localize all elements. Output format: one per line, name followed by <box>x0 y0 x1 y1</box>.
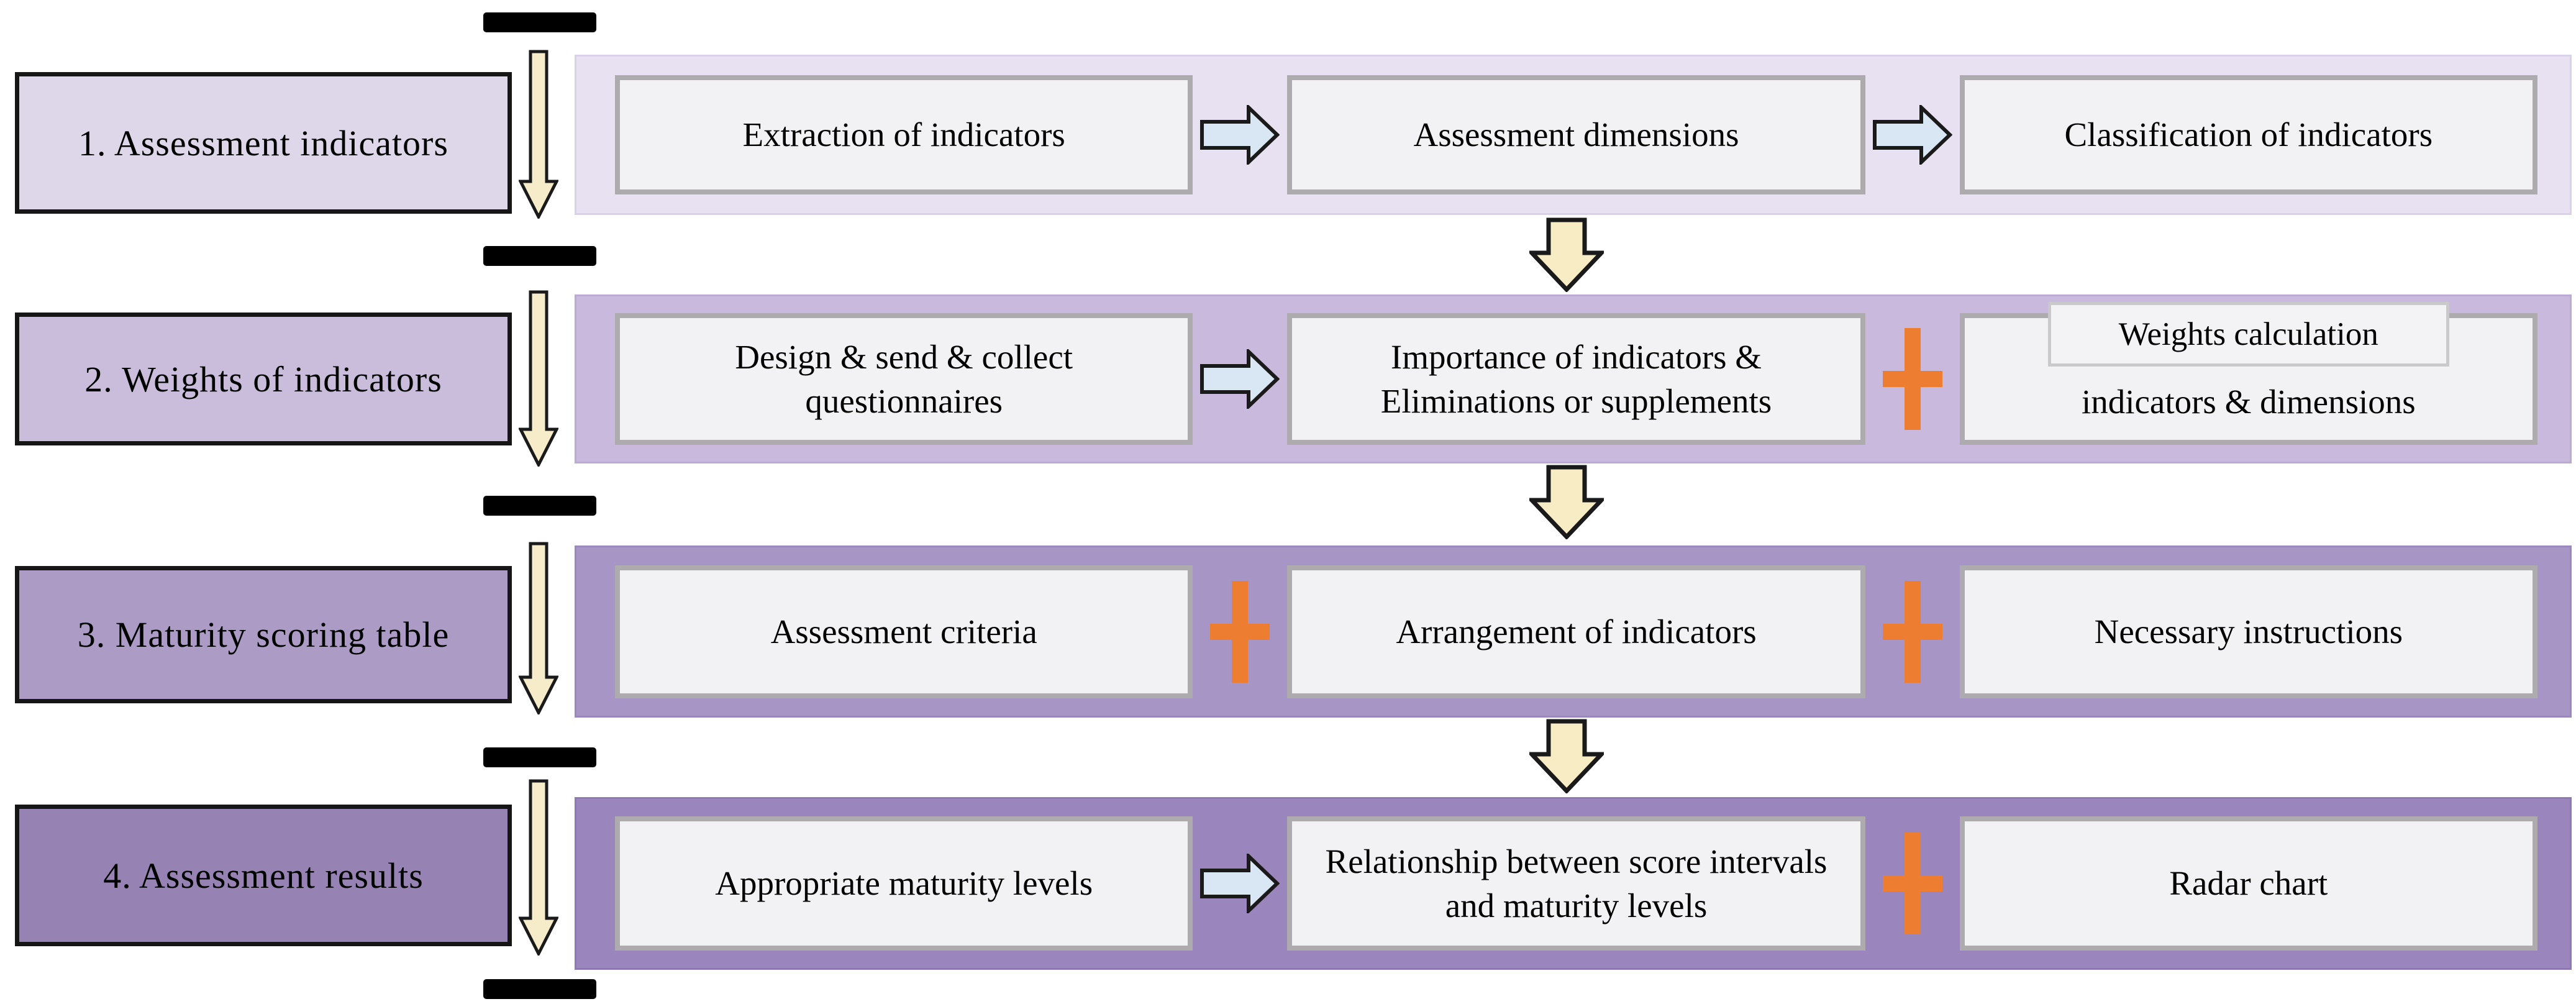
timeline-bar <box>483 979 596 999</box>
step-box: Assessment criteria <box>615 565 1193 698</box>
stage-2-steps-container: Design & send & collect questionnaires I… <box>575 294 2572 463</box>
stage-label-1: 1. Assessment indicators <box>15 72 512 214</box>
step-box: Extraction of indicators <box>615 75 1193 194</box>
step-box: Classification of indicators <box>1959 75 2537 194</box>
timeline-bar <box>483 747 596 767</box>
timeline-bar <box>483 12 596 32</box>
stage-1-steps-container: Extraction of indicators Assessment dime… <box>575 55 2572 215</box>
step-box: Appropriate maturity levels <box>615 816 1193 951</box>
right-arrow-icon <box>1193 105 1287 165</box>
plus-icon <box>1865 833 1960 934</box>
timeline-bar <box>483 496 596 516</box>
stage-3-steps-container: Assessment criteria Arrangement of indic… <box>575 545 2572 718</box>
timeline-arrow-icon <box>517 50 560 221</box>
step-box: Necessary instructions <box>1959 565 2537 698</box>
step-box: Relationship between score intervals and… <box>1287 816 1865 951</box>
right-arrow-icon <box>1865 105 1960 165</box>
timeline-bar <box>483 246 596 266</box>
weights-calculation-overlay-box: Weights calculation <box>2047 302 2449 367</box>
step-text: indicators & dimensions <box>2081 382 2416 421</box>
timeline-arrow-icon <box>517 290 560 468</box>
down-arrow-icon <box>1526 217 1607 293</box>
plus-icon <box>1865 328 1960 430</box>
stage-4-steps-container: Appropriate maturity levels Relationship… <box>575 797 2572 970</box>
stage-label-3: 3. Maturity scoring table <box>15 566 512 703</box>
plus-icon <box>1865 580 1960 683</box>
step-box: Radar chart <box>1959 816 2537 951</box>
timeline-arrow-icon <box>517 779 560 957</box>
step-box: Assessment dimensions <box>1287 75 1865 194</box>
timeline-arrow-icon <box>517 542 560 716</box>
stage-label-2: 2. Weights of indicators <box>15 313 512 445</box>
step-box: Importance of indicators & Eliminations … <box>1287 313 1865 445</box>
step-box: Design & send & collect questionnaires <box>615 313 1193 445</box>
right-arrow-icon <box>1193 854 1287 913</box>
down-arrow-icon <box>1526 719 1607 795</box>
step-box: Arrangement of indicators <box>1287 565 1865 698</box>
step-box: Weights calculation indicators & dimensi… <box>1959 302 2537 445</box>
right-arrow-icon <box>1193 349 1287 409</box>
down-arrow-icon <box>1526 465 1607 541</box>
stage-label-4: 4. Assessment results <box>15 805 512 946</box>
plus-icon <box>1193 580 1287 683</box>
